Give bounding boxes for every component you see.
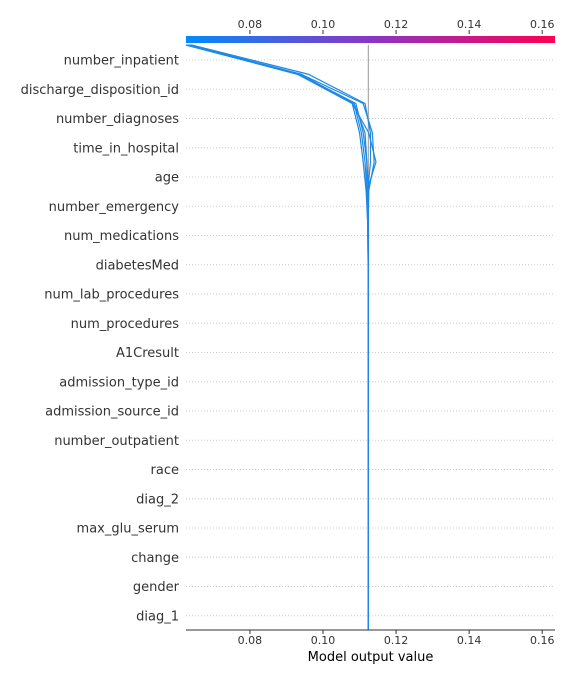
feature-label-number_outpatient: number_outpatient bbox=[54, 434, 179, 449]
colorbar bbox=[186, 36, 555, 43]
decision-line-3 bbox=[187, 44, 377, 630]
decision-line-4 bbox=[189, 44, 375, 630]
decision-line-5 bbox=[191, 44, 372, 630]
feature-labels: number_inpatient discharge_disposition_id… bbox=[21, 54, 180, 625]
bottom-tick-label: 0.14 bbox=[457, 634, 482, 647]
top-tick-label: 0.10 bbox=[311, 18, 336, 31]
top-tick-label: 0.08 bbox=[238, 18, 263, 31]
decision-line-7 bbox=[187, 44, 369, 630]
feature-label-num_medications: num_medications bbox=[64, 229, 179, 244]
feature-label-gender: gender bbox=[133, 580, 180, 595]
feature-label-change: change bbox=[131, 551, 179, 566]
feature-label-race: race bbox=[151, 463, 179, 478]
top-tick-label: 0.16 bbox=[530, 18, 555, 31]
top-tick-label: 0.12 bbox=[384, 18, 409, 31]
feature-label-diabetesMed: diabetesMed bbox=[96, 258, 179, 273]
feature-label-max_glu_serum: max_glu_serum bbox=[77, 522, 179, 537]
bottom-tick-label: 0.10 bbox=[311, 634, 336, 647]
feature-label-num_lab_procedures: num_lab_procedures bbox=[44, 288, 179, 303]
bottom-tick-label: 0.12 bbox=[384, 634, 409, 647]
feature-label-admission_source_id: admission_source_id bbox=[45, 405, 179, 420]
x-axis-title: Model output value bbox=[308, 650, 434, 665]
top-tick-label: 0.14 bbox=[457, 18, 482, 31]
bottom-tick-labels: 0.08 0.10 0.12 0.14 0.16 bbox=[238, 630, 555, 647]
top-tick-labels: 0.08 0.10 0.12 0.14 0.16 bbox=[238, 18, 555, 34]
bottom-tick-label: 0.08 bbox=[238, 634, 263, 647]
feature-label-number_diagnoses: number_diagnoses bbox=[56, 112, 179, 127]
feature-label-number_inpatient: number_inpatient bbox=[64, 54, 179, 69]
feature-label-discharge_disposition_id: discharge_disposition_id bbox=[21, 83, 179, 98]
decision-line-2 bbox=[189, 44, 370, 630]
feature-label-number_emergency: number_emergency bbox=[49, 200, 180, 215]
decision-line-6 bbox=[185, 44, 369, 630]
feature-label-A1Cresult: A1Cresult bbox=[116, 346, 179, 361]
feature-label-time_in_hospital: time_in_hospital bbox=[73, 141, 179, 156]
feature-label-diag_2: diag_2 bbox=[136, 492, 179, 507]
feature-label-diag_1: diag_1 bbox=[136, 609, 179, 624]
decision-lines bbox=[185, 44, 377, 630]
decision-line-1 bbox=[185, 44, 369, 630]
feature-label-age: age bbox=[155, 171, 179, 186]
feature-label-num_procedures: num_procedures bbox=[71, 317, 180, 332]
feature-label-admission_type_id: admission_type_id bbox=[59, 375, 179, 390]
bottom-tick-label: 0.16 bbox=[530, 634, 555, 647]
